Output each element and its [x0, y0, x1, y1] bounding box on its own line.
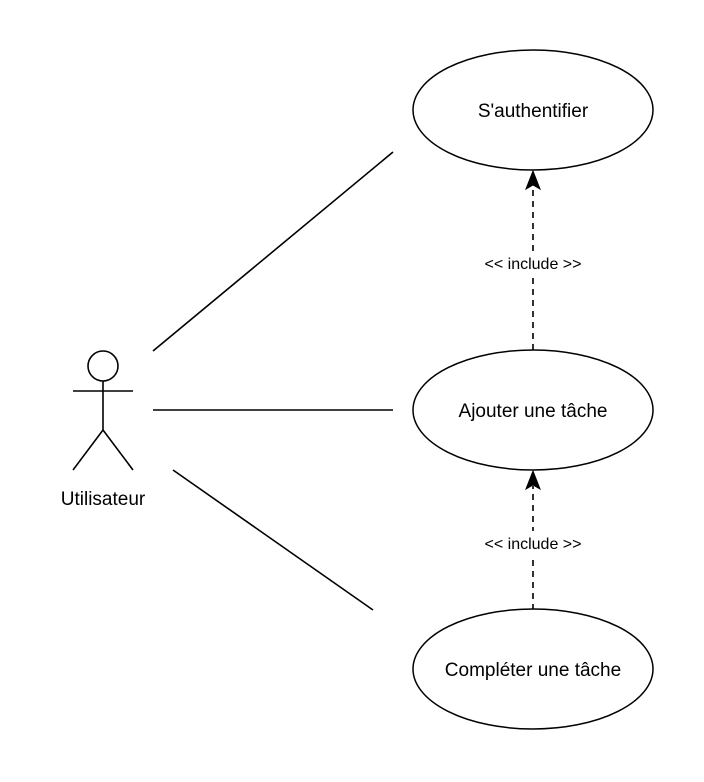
use-case-ajouter-une-tache[interactable]: Ajouter une tâche — [412, 349, 654, 471]
include-add-auth: << include >> — [462, 169, 604, 350]
use-case-label: Ajouter une tâche — [459, 401, 608, 422]
actor-right-leg — [102, 429, 134, 471]
use-case-label: S'authentifier — [478, 101, 589, 122]
include-label: << include >> — [485, 536, 582, 553]
use-case-ellipse — [412, 608, 654, 730]
include-arrowhead-add — [525, 469, 541, 491]
include-label-bg-2 — [462, 531, 604, 555]
actor-left-leg — [72, 429, 104, 471]
use-case-sauthentifier[interactable]: S'authentifier — [412, 49, 654, 171]
include-complete-add: << include >> — [462, 469, 604, 610]
use-case-ellipse — [412, 349, 654, 471]
use-case-ellipse — [412, 49, 654, 171]
use-case-label: Compléter une tâche — [445, 660, 621, 681]
actor-label: Utilisateur — [61, 489, 146, 510]
association-complete — [172, 469, 374, 611]
association-auth — [152, 151, 394, 352]
use-case-completer-une-tache[interactable]: Compléter une tâche — [412, 608, 654, 730]
include-label-bg-1 — [462, 251, 604, 275]
include-label: << include >> — [485, 256, 582, 273]
actor-utilisateur[interactable]: Utilisateur — [61, 350, 146, 510]
include-arrowhead-auth — [525, 169, 541, 191]
actor-head — [87, 350, 119, 382]
